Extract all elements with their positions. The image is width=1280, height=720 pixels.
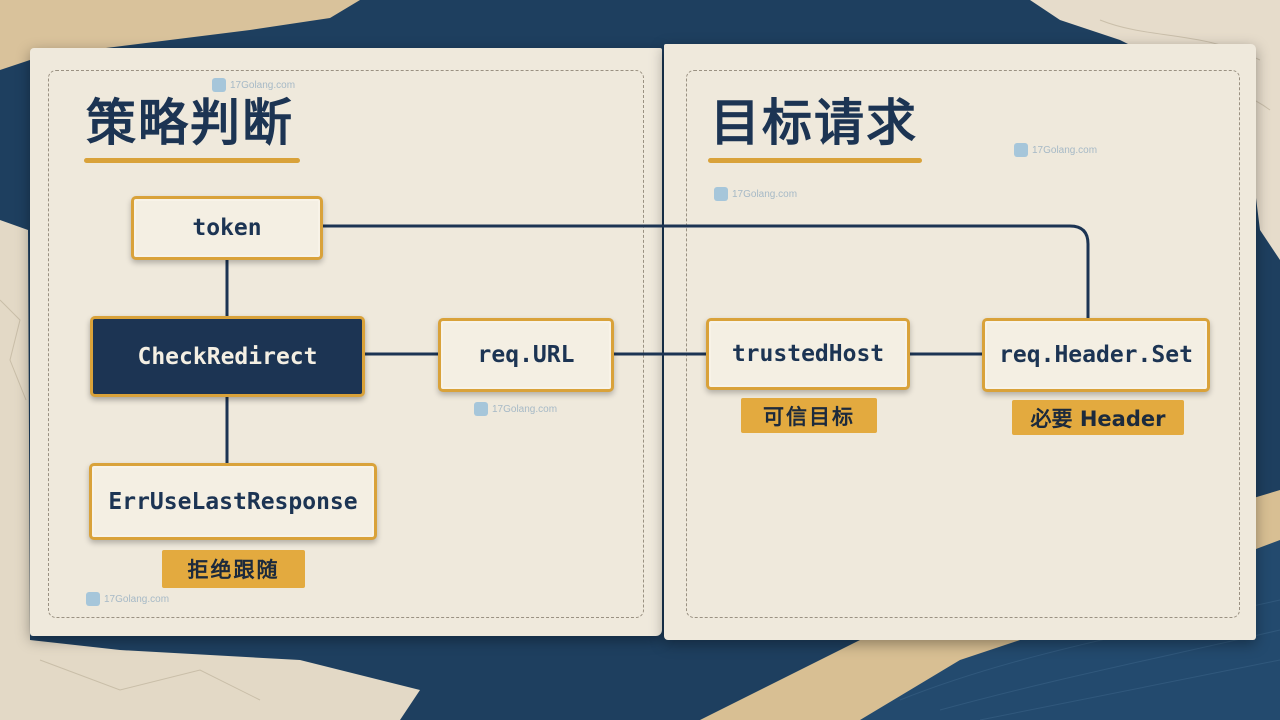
watermark: 17Golang.com	[1014, 143, 1097, 157]
check-redirect-node: CheckRedirect	[90, 316, 365, 397]
watermark-logo-icon	[474, 402, 488, 416]
right-panel-title: 目标请求	[710, 93, 918, 152]
required-header-tag: 必要 Header	[1012, 400, 1184, 435]
trusted-host-node: trustedHost	[706, 318, 910, 390]
watermark: 17Golang.com	[86, 592, 169, 606]
watermark-text: 17Golang.com	[230, 79, 296, 91]
watermark-logo-icon	[212, 78, 226, 92]
watermark: 17Golang.com	[212, 78, 295, 92]
watermark-logo-icon	[714, 187, 728, 201]
line-token-to-headerset	[323, 224, 1090, 318]
watermark: 17Golang.com	[714, 187, 797, 201]
right-panel-border	[686, 70, 1240, 618]
watermark-logo-icon	[1014, 143, 1028, 157]
left-panel-title: 策略判断	[86, 93, 294, 152]
err-use-last-response-node: ErrUseLastResponse	[89, 463, 377, 540]
watermark-text: 17Golang.com	[732, 188, 798, 200]
watermark-text: 17Golang.com	[492, 403, 558, 415]
token-node: token	[131, 196, 323, 260]
watermark: 17Golang.com	[474, 402, 557, 416]
req-url-node: req.URL	[438, 318, 614, 392]
watermark-logo-icon	[86, 592, 100, 606]
req-header-set-node: req.Header.Set	[982, 318, 1210, 392]
left-title-underline	[84, 158, 300, 163]
trusted-target-tag: 可信目标	[741, 398, 877, 433]
watermark-text: 17Golang.com	[104, 593, 170, 605]
right-title-underline	[708, 158, 922, 163]
reject-follow-tag: 拒绝跟随	[162, 550, 305, 588]
watermark-text: 17Golang.com	[1032, 144, 1098, 156]
left-panel-border	[48, 70, 644, 618]
